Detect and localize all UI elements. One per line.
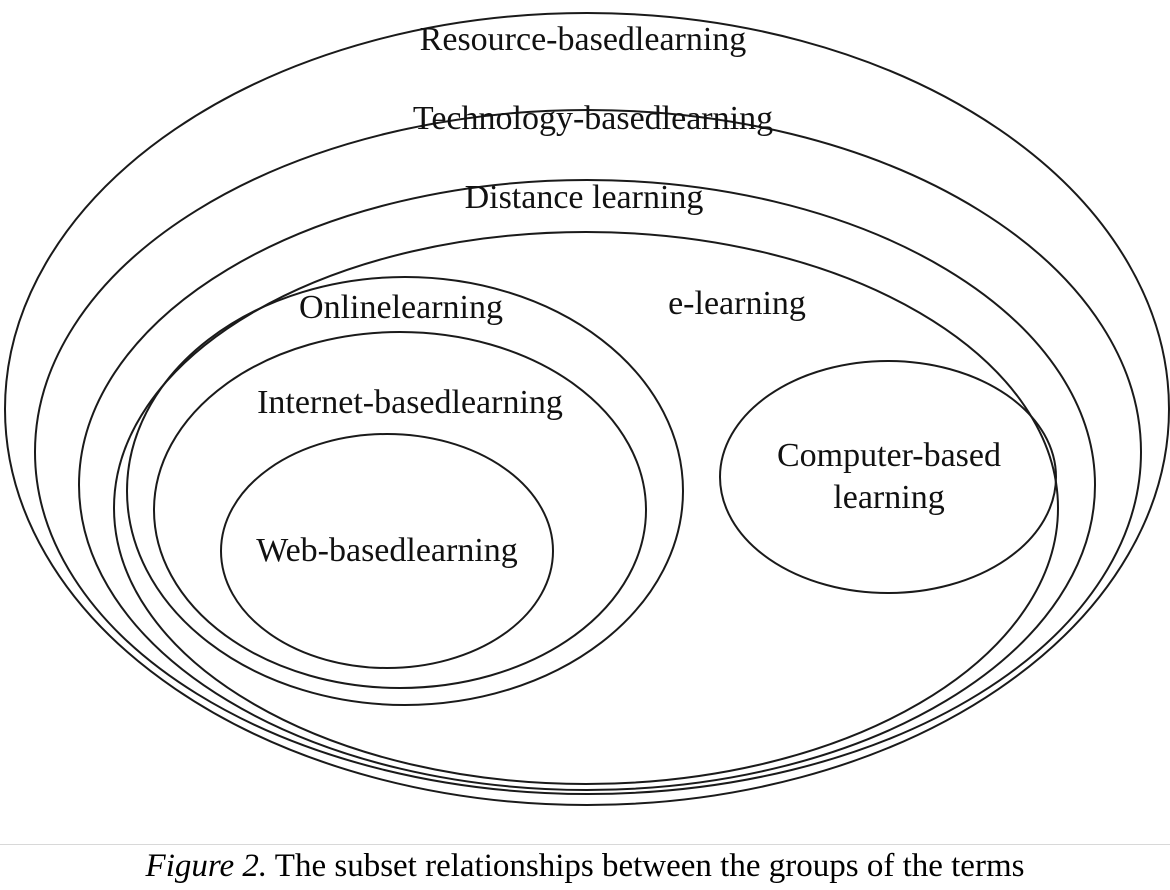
caption-text: The subset relationships between the gro… <box>267 848 1025 884</box>
computer-based-learning-set <box>719 360 1057 594</box>
internet-based-learning-label: Internet-basedlearning <box>257 384 563 421</box>
caption-divider <box>0 844 1170 845</box>
e-learning-label: e-learning <box>668 285 806 322</box>
technology-based-learning-label: Technology-basedlearning <box>413 100 773 137</box>
e-learning-set <box>113 231 1059 785</box>
web-based-learning-label: Web-basedlearning <box>256 532 518 569</box>
online-learning-set <box>126 276 684 706</box>
subset-diagram: Resource-basedlearning Technology-basedl… <box>4 12 1170 806</box>
figure-caption: Figure 2. The subset relationships betwe… <box>0 846 1170 886</box>
resource-based-learning-set <box>4 12 1170 806</box>
distance-learning-label: Distance learning <box>465 179 704 216</box>
computer-based-learning-label-line2: learning <box>833 479 944 516</box>
figure-label: Figure 2. <box>145 848 268 884</box>
computer-based-learning-label-line1: Computer-based <box>777 437 1001 474</box>
web-based-learning-set <box>220 433 554 669</box>
online-learning-label: Onlinelearning <box>299 289 503 326</box>
distance-learning-set <box>78 179 1096 791</box>
resource-based-learning-label: Resource-basedlearning <box>420 21 747 58</box>
technology-based-learning-set <box>34 109 1142 795</box>
internet-based-learning-set <box>153 331 647 689</box>
